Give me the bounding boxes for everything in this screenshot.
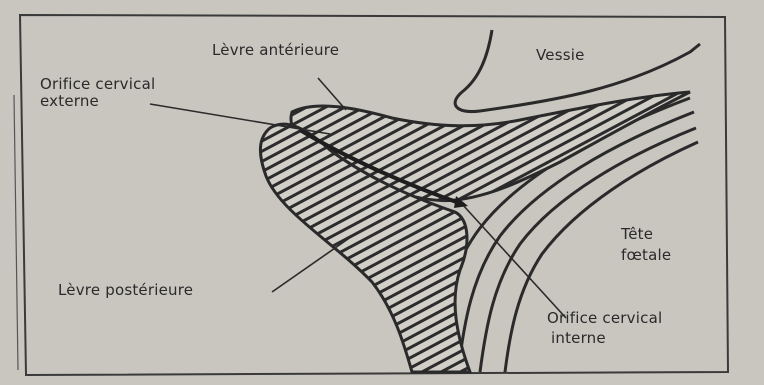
label-tete-line2: fœtale — [621, 246, 671, 264]
label-levre-anterieure: Lèvre antérieure — [212, 41, 339, 59]
label-levre-posterieure: Lèvre postérieure — [58, 281, 193, 299]
label-orifice-externe-line2: externe — [40, 92, 99, 110]
label-orifice-externe-line1: Orifice cervical — [40, 75, 155, 93]
label-orifice-interne-line2: interne — [551, 329, 606, 347]
label-orifice-interne-line1: Orifice cervical — [547, 309, 662, 327]
label-vessie: Vessie — [536, 46, 585, 64]
label-tete-line1: Tête — [621, 225, 653, 243]
